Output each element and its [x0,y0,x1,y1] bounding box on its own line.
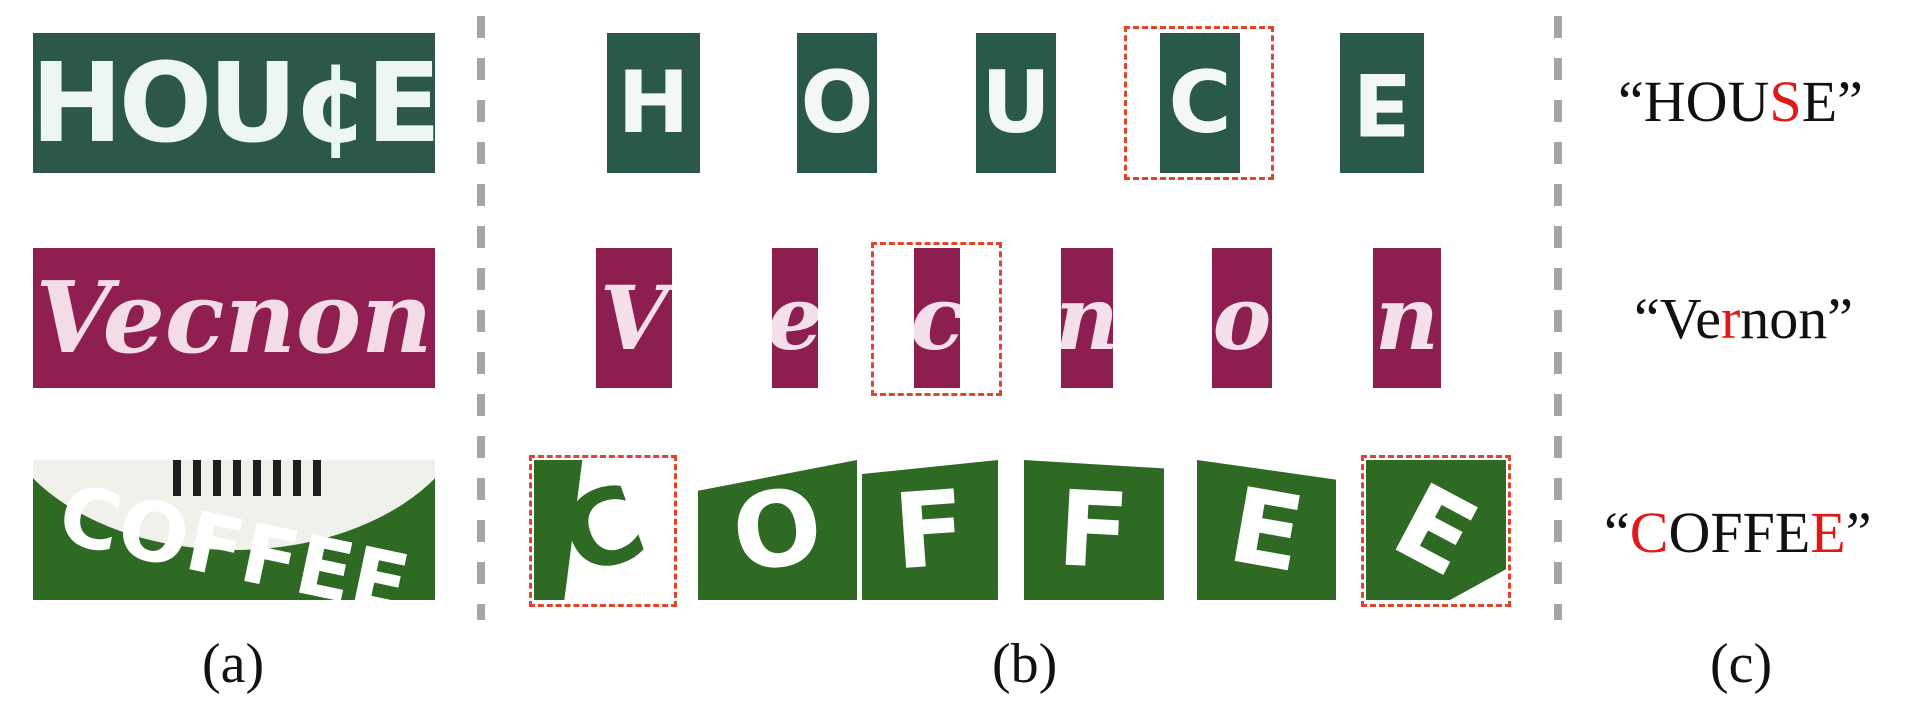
prediction-vernon-open-quote: “ [1634,286,1660,351]
prediction-house-wrong-char: S [1769,69,1802,134]
prediction-house-open-quote: “ [1618,69,1644,134]
prediction-coffee-close-quote: ” [1845,500,1872,565]
char-tile-house-2-text: O [800,53,874,153]
highlight-coffee-error-2 [1361,455,1511,607]
char-tile-house-4-text: C [1168,53,1232,153]
caption-c: (c) [1710,633,1773,695]
highlight-house-error [1124,26,1274,180]
char-tile-house-1-text: H [617,53,690,153]
word-image-house: HOU¢E [30,33,442,173]
char-tile-coffee-3-text: F [890,466,970,594]
prediction-vernon-wrong-char: r [1720,286,1741,351]
char-tile-vernon-1-text: V [599,266,669,370]
char-tile-vernon-6-text: n [1375,266,1439,370]
char-tile-coffee-4-bg [1024,460,1164,600]
char-tile-house-4: C [1160,33,1240,173]
prediction-house-close-quote: ” [1837,69,1863,134]
char-tile-house-5: E [1340,33,1424,173]
coffee-logo-curls [173,460,333,496]
char-tile-vernon-3-text: c [914,266,960,370]
caption-a: (a) [202,633,265,695]
caption-b: (b) [992,633,1058,695]
highlight-vernon-error [871,242,1002,396]
highlight-coffee-error-1 [529,455,677,607]
prediction-vernon-close-quote: ” [1827,286,1854,351]
char-tile-coffee-2: O [698,460,857,600]
char-tile-vernon-6: n [1373,248,1441,388]
char-tile-coffee-6-bg [1366,460,1506,600]
word-image-coffee: COFFEE [33,460,435,600]
prediction-house: “HOUSE” [1618,68,1863,135]
prediction-vernon-pre: Ve [1659,286,1721,351]
char-tile-coffee-4: F [1024,460,1164,600]
char-tile-coffee-6: E [1366,460,1506,600]
char-tile-vernon-4-text: n [1061,266,1113,370]
prediction-house-pre: HOU [1643,69,1770,134]
prediction-coffee: “COFFEE” [1604,499,1871,566]
prediction-coffee-wrong-char-2: E [1810,500,1846,565]
char-tile-coffee-3: F [862,460,998,600]
char-tile-vernon-1: V [596,248,672,388]
char-tile-vernon-3: c [914,248,960,388]
word-image-vernon: Vecnon [33,248,435,388]
char-tile-coffee-2-text: O [725,463,830,597]
char-tile-coffee-5: E [1197,460,1336,600]
prediction-coffee-mid: OFFE [1668,500,1811,565]
prediction-coffee-wrong-char-1: C [1629,500,1669,565]
prediction-house-post: E [1801,69,1838,134]
char-tile-coffee-4-text: F [1055,467,1133,593]
char-tile-house-1: H [607,33,700,173]
char-tile-coffee-3-bg [862,460,998,600]
char-tile-house-2: O [797,33,877,173]
char-tile-vernon-2-text: e [772,266,818,370]
separator-right [1554,16,1562,620]
prediction-vernon: “Vernon” [1634,285,1853,352]
char-tile-vernon-5-text: o [1212,266,1272,370]
char-tile-house-3: U [976,33,1056,173]
char-tile-house-3-text: U [981,53,1051,153]
char-tile-vernon-5: o [1212,248,1272,388]
char-tile-coffee-5-bg [1197,460,1336,600]
char-tile-vernon-2: e [772,248,818,388]
word-image-house-text: HOU¢E [30,39,442,167]
char-tile-coffee-1: C [534,460,672,600]
prediction-vernon-post: non [1740,286,1828,351]
char-tile-vernon-4: n [1061,248,1113,388]
prediction-coffee-open-quote: “ [1604,500,1630,565]
char-tile-house-5-text: E [1352,53,1412,153]
separator-left [477,16,485,620]
word-image-vernon-text: Vecnon [35,260,433,376]
